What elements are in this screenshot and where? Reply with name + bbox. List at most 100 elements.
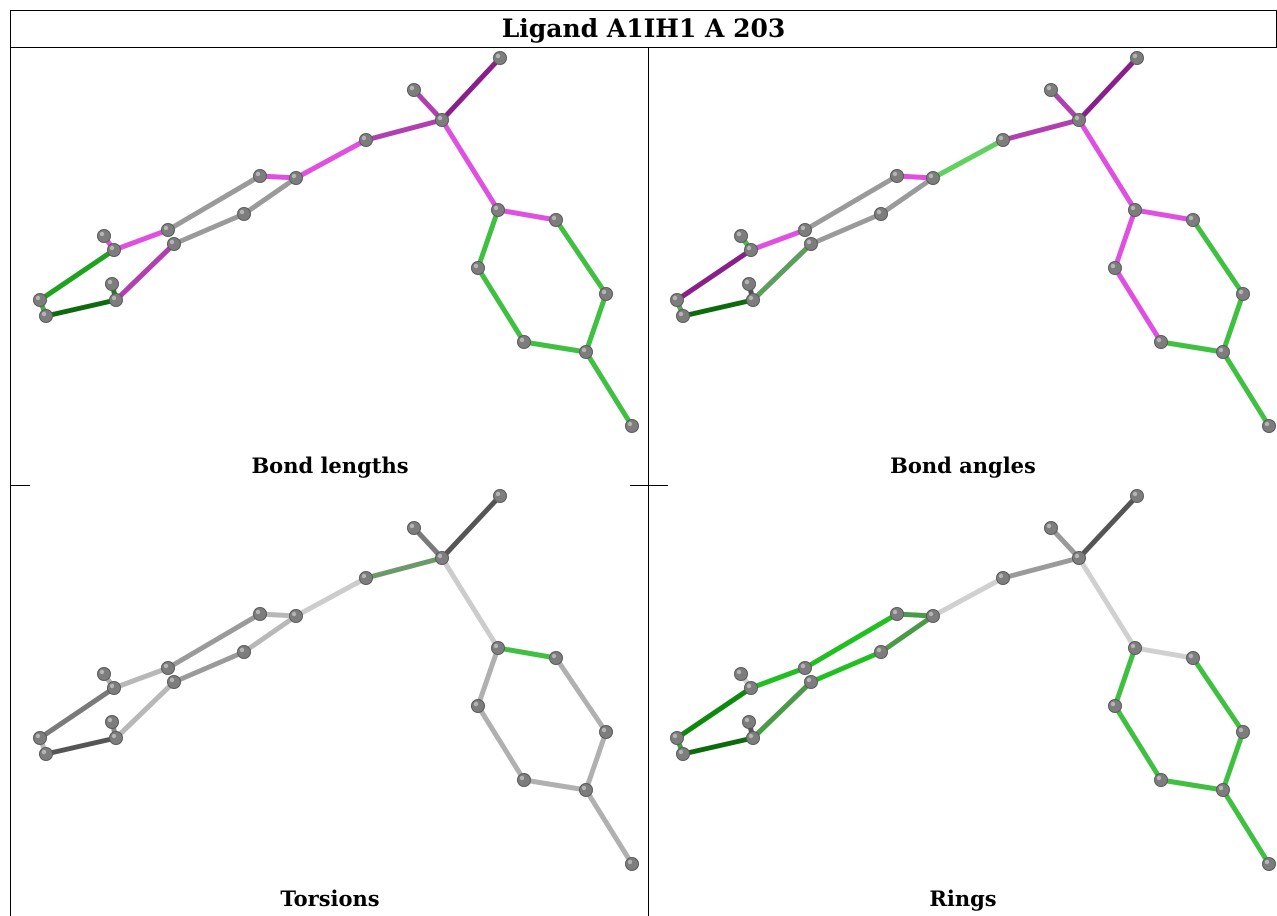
bond <box>802 173 900 233</box>
atom <box>1108 261 1122 275</box>
bond <box>1076 555 1138 651</box>
atom <box>33 731 47 745</box>
molecule-render-torsions <box>33 489 639 871</box>
bond <box>583 787 635 867</box>
atom <box>471 261 485 275</box>
atom <box>39 747 53 761</box>
atom <box>874 645 888 659</box>
atom <box>471 699 485 713</box>
atom-highlight <box>111 295 117 301</box>
atom <box>744 243 758 257</box>
atom <box>996 133 1010 147</box>
atom-highlight <box>1218 347 1224 353</box>
bond <box>680 297 756 319</box>
atom-highlight <box>1110 263 1116 269</box>
center-divider <box>648 47 649 916</box>
bond <box>1220 729 1246 793</box>
bond <box>241 175 299 217</box>
atom <box>105 715 119 729</box>
bond <box>475 645 501 709</box>
atom <box>996 571 1010 585</box>
bond <box>878 613 936 655</box>
atom-highlight <box>744 279 750 285</box>
atom <box>1044 83 1058 97</box>
bond <box>748 227 808 253</box>
bond <box>171 649 247 685</box>
bond <box>750 679 814 741</box>
bond <box>113 241 177 303</box>
atom <box>97 229 111 243</box>
atom-highlight <box>672 295 678 301</box>
atom <box>1130 489 1144 503</box>
bond <box>553 655 609 735</box>
atom-highlight <box>800 663 806 669</box>
atom-highlight <box>736 669 742 675</box>
bond <box>680 735 756 757</box>
atom-highlight <box>998 573 1004 579</box>
atom <box>1128 641 1142 655</box>
atom-highlight <box>1110 701 1116 707</box>
panel-caption: Bond lengths <box>251 453 409 478</box>
atom <box>625 857 639 871</box>
bond <box>553 217 609 297</box>
bond <box>1076 493 1140 561</box>
atom <box>670 731 684 745</box>
atom-highlight <box>601 727 607 733</box>
figure-title: Ligand A1IH1 A 203 <box>501 14 786 43</box>
atom <box>107 681 121 695</box>
atom-highlight <box>495 53 501 59</box>
bond <box>930 137 1006 181</box>
atom-highlight <box>519 775 525 781</box>
atom-highlight <box>1130 205 1136 211</box>
atom <box>435 551 449 565</box>
atom-highlight <box>551 215 557 221</box>
atom <box>493 489 507 503</box>
molecule-render-bond-lengths <box>33 51 639 433</box>
atom-highlight <box>1188 215 1194 221</box>
atom <box>804 237 818 251</box>
panel-caption: Bond angles <box>890 453 1036 478</box>
molecule-render-bond-angles <box>670 51 1276 433</box>
bond <box>43 297 119 319</box>
atom-highlight <box>800 225 806 231</box>
atom <box>407 521 421 535</box>
atom <box>926 171 940 185</box>
atom-highlight <box>806 677 812 683</box>
atom-highlight <box>169 677 175 683</box>
atom-highlight <box>551 653 557 659</box>
atom <box>746 293 760 307</box>
bond <box>293 137 369 181</box>
atom <box>676 747 690 761</box>
atom-highlight <box>678 749 684 755</box>
atom-highlight <box>672 733 678 739</box>
atom <box>161 223 175 237</box>
atom-highlight <box>109 245 115 251</box>
atom <box>549 651 563 665</box>
atom <box>804 675 818 689</box>
bond <box>439 493 503 561</box>
atom <box>1072 113 1086 127</box>
atom <box>670 293 684 307</box>
atom-highlight <box>163 663 169 669</box>
bond <box>583 729 609 793</box>
atom-highlight <box>627 859 633 865</box>
atom-highlight <box>1130 643 1136 649</box>
atom-highlight <box>437 115 443 121</box>
atom <box>549 213 563 227</box>
panel-rings: Rings <box>649 486 1277 916</box>
atom <box>105 277 119 291</box>
panel-torsions: Torsions <box>12 486 648 916</box>
bond <box>1000 555 1082 581</box>
atom-highlight <box>1188 653 1194 659</box>
atom <box>97 667 111 681</box>
bond <box>475 703 527 783</box>
atom-highlight <box>744 717 750 723</box>
atom-highlight <box>1046 523 1052 529</box>
atom <box>744 681 758 695</box>
atom <box>890 607 904 621</box>
bond <box>1112 645 1138 709</box>
bond <box>111 665 171 691</box>
atom <box>517 773 531 787</box>
atom-highlight <box>519 337 525 343</box>
atom-highlight <box>746 245 752 251</box>
